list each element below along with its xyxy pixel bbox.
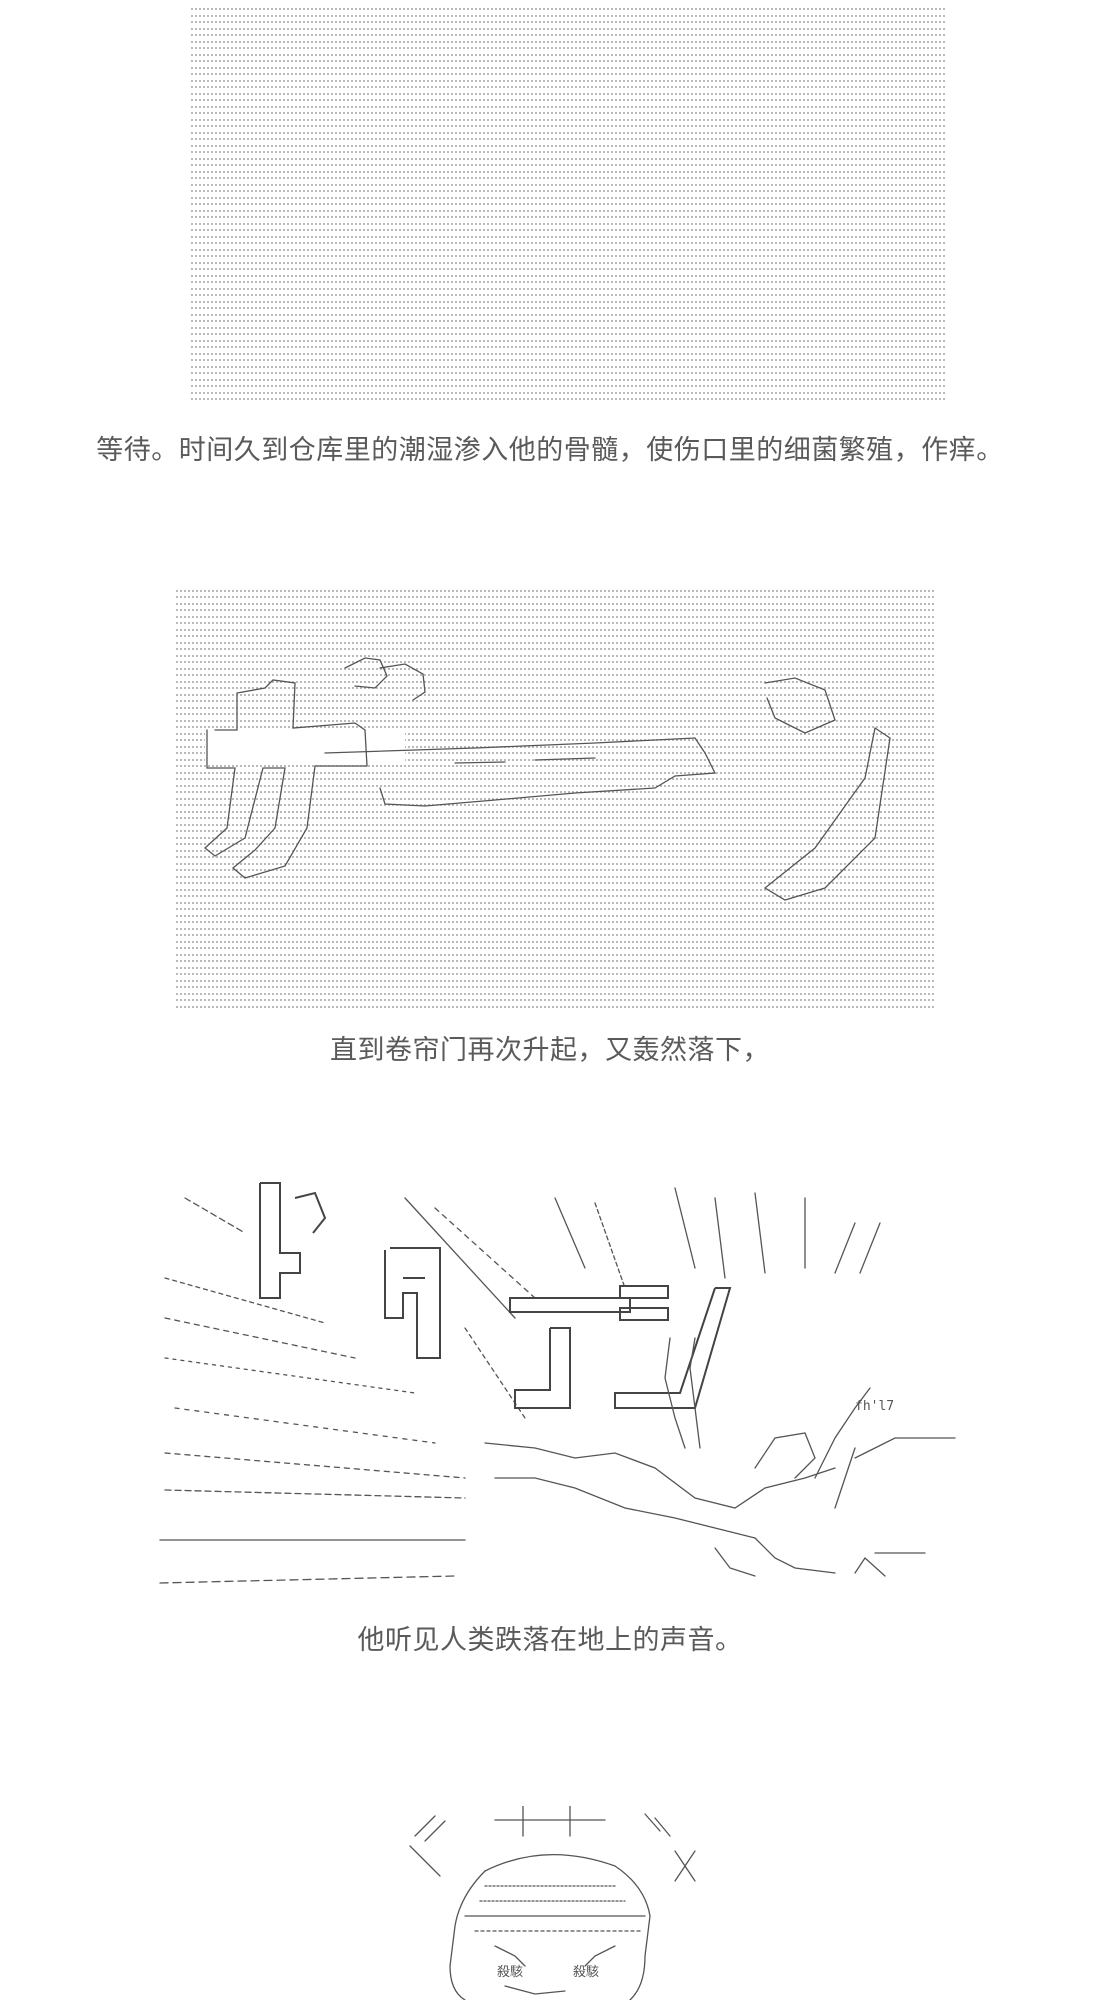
face-eye-right: 殺駭 [573,1965,599,1980]
gaan-sound-effect-art [175,588,935,1010]
katakana-n2-outline [614,1285,732,1409]
crying-face-art: 殺駭 殺駭 [409,1806,696,2000]
caption-1: 等待。时间久到仓库里的潮湿渗入他的骨髓，使伤口里的细菌繁殖，作痒。 [96,435,1004,466]
dot-pattern-panel-1 [190,4,945,404]
face-outline: 殺駭 殺駭 [449,1854,651,2000]
katakana-do-outline [259,1182,327,1299]
fh-label: fh'l7 [855,1399,894,1414]
katakana-a-outline [509,1297,631,1409]
caption-3: 他听见人类跌落在地上的声音。 [357,1625,743,1656]
katakana-n-outline [763,677,891,901]
katakana-ga-outline [203,657,426,879]
katakana-ta-outline [384,1247,441,1359]
long-vowel-bar [324,737,717,807]
caption-2: 直到卷帘门再次升起，又轰然落下， [330,1035,770,1066]
speed-lines [159,1187,881,1584]
stress-marks [409,1806,696,1882]
fallen-figure: fh'l7 [484,1337,956,1577]
face-eye-left: 殺駭 [497,1965,523,1980]
dotaan-impact-art: fh'l7 [159,1182,956,1584]
